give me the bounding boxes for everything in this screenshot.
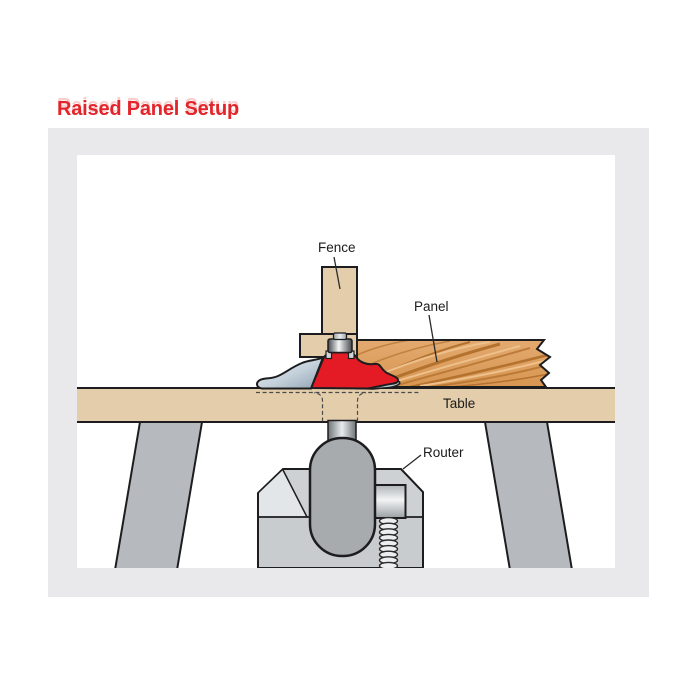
router-motor [308,436,377,558]
bit-steel-wing-left [256,355,325,390]
router-table-top [77,387,615,423]
dashed-shank-hole-right [356,392,367,422]
dashed-shank-hole-left [313,392,324,422]
panel-label: Panel [414,299,449,314]
fence-leader-line [333,256,341,290]
bit-bearing [327,338,353,354]
fence-label: Fence [318,240,356,255]
panel-wood [356,339,552,388]
panel-leader-line [428,314,438,363]
bit-bearing-cap [332,332,348,341]
router-label: Router [423,445,464,460]
page-title: Raised Panel Setup [57,98,240,120]
clamp-bevel-edge [282,469,308,518]
router-clamp-bevel [259,470,307,516]
clamp-screw-thread [378,516,399,568]
clamp-screw-bushing [373,484,407,519]
router-leader-line [402,454,422,470]
table-label: Table [443,396,475,411]
fence-board [321,266,358,337]
